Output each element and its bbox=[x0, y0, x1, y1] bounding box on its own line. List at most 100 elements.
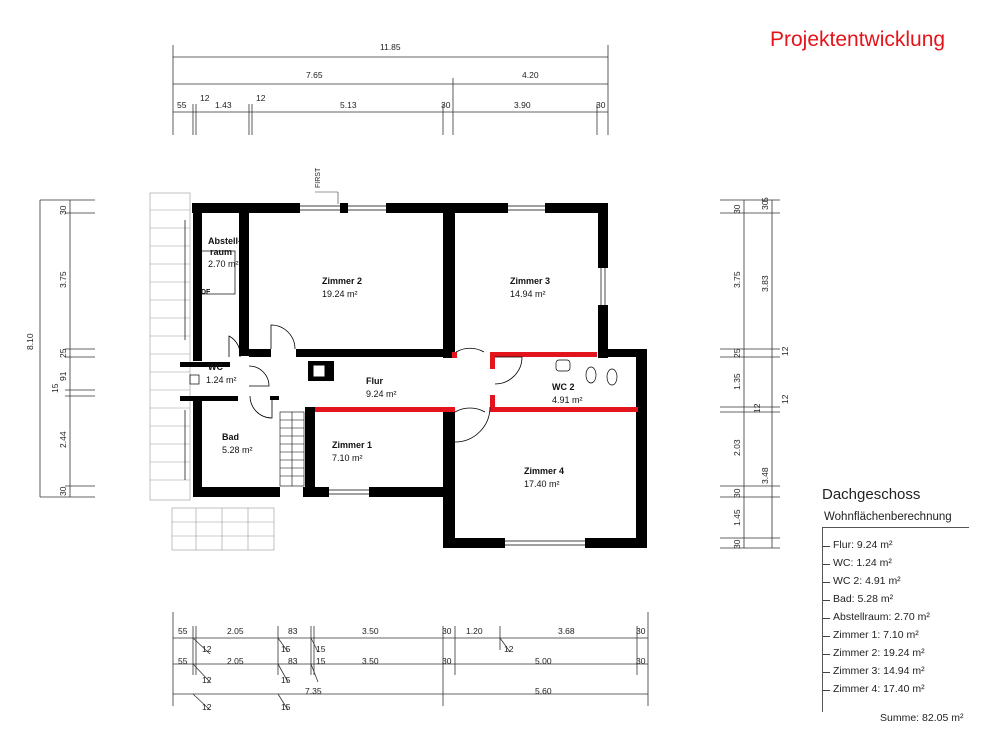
dim-left-seg: 91 bbox=[58, 371, 68, 381]
dim-bottom-seg: 3.68 bbox=[558, 626, 575, 636]
walls bbox=[180, 203, 647, 548]
dim-bottom-seg: 30 bbox=[442, 656, 452, 666]
dim-bottom-seg: 55 bbox=[178, 656, 188, 666]
dim-top-b: 4.20 bbox=[522, 70, 539, 80]
dim-right-seg: 3.83 bbox=[760, 275, 770, 292]
dim-bottom-sub: 15 bbox=[316, 656, 326, 666]
dim-bottom-sub: 12 bbox=[504, 644, 514, 654]
dim-bottom-seg: 30 bbox=[636, 656, 646, 666]
area-item: Zimmer 3: 14.94 m² bbox=[823, 662, 969, 680]
dim-bottom-sub: 15 bbox=[281, 644, 291, 654]
area-item: Bad: 5.28 m² bbox=[823, 590, 969, 608]
ridge-label: FIRST bbox=[315, 167, 322, 188]
room-bad-area: 5.28 m² bbox=[222, 445, 253, 455]
dim-bottom-sub: 15 bbox=[281, 702, 291, 712]
dim-bottom-total: 5.60 bbox=[535, 686, 552, 696]
area-item: WC: 1.24 m² bbox=[823, 554, 969, 572]
sanitary-fixtures bbox=[189, 250, 618, 386]
dim-bottom-seg: 3.50 bbox=[362, 626, 379, 636]
df-label: DF bbox=[201, 289, 211, 296]
dim-left-seg: 3.75 bbox=[58, 271, 68, 288]
dim-right-seg: 30 bbox=[760, 200, 770, 210]
dim-left-total: 8.10 bbox=[25, 333, 35, 350]
dim-top-seg: 30 bbox=[596, 100, 606, 110]
dimension-lines bbox=[39, 45, 780, 711]
room-zimmer1-area: 7.10 m² bbox=[332, 453, 363, 463]
areas-heading: Wohnflächenberechnung bbox=[824, 511, 952, 523]
room-zimmer2-label: Zimmer 2 bbox=[322, 276, 362, 286]
dim-top-seg: 12 bbox=[256, 93, 266, 103]
dim-right-seg: 30 bbox=[732, 539, 742, 549]
dim-bottom-seg: 55 bbox=[178, 626, 188, 636]
room-bad-label: Bad bbox=[222, 432, 239, 442]
dim-top-total: 11.85 bbox=[380, 42, 401, 52]
door-swings bbox=[228, 324, 523, 443]
dim-right-seg: 30 bbox=[732, 488, 742, 498]
dim-right-seg: 2.03 bbox=[732, 439, 742, 456]
area-sum: Summe: 82.05 m² bbox=[880, 712, 964, 724]
dim-bottom-sub: 12 bbox=[202, 644, 212, 654]
area-item: Zimmer 4: 17.40 m² bbox=[823, 680, 969, 698]
area-item: Flur: 9.24 m² bbox=[823, 536, 969, 554]
dim-bottom-seg: 3.50 bbox=[362, 656, 379, 666]
dim-top-seg: 1.43 bbox=[215, 100, 232, 110]
dim-right-seg: 12 bbox=[780, 394, 790, 404]
dim-left-seg: 25 bbox=[58, 348, 68, 358]
dim-bottom-sub: 15 bbox=[316, 644, 326, 654]
area-item: Zimmer 1: 7.10 m² bbox=[823, 626, 969, 644]
dim-left-seg: 2.44 bbox=[58, 431, 68, 448]
dim-left-seg: 30 bbox=[58, 486, 68, 496]
area-item: Zimmer 2: 19.24 m² bbox=[823, 644, 969, 662]
area-item: Abstellraum: 2.70 m² bbox=[823, 608, 969, 626]
room-abstellraum-label: raum bbox=[210, 247, 232, 257]
dim-bottom-seg: 5.00 bbox=[535, 656, 552, 666]
dim-bottom-seg: 30 bbox=[636, 626, 646, 636]
room-flur-area: 9.24 m² bbox=[366, 389, 397, 399]
dim-top-seg: 30 bbox=[441, 100, 451, 110]
dim-right-seg: 3.48 bbox=[760, 467, 770, 484]
dim-top-seg: 55 bbox=[177, 100, 187, 110]
dim-top-a: 7.65 bbox=[306, 70, 323, 80]
staircase bbox=[279, 411, 305, 487]
dim-bottom-seg: 2.05 bbox=[227, 656, 244, 666]
room-zimmer4-label: Zimmer 4 bbox=[524, 466, 564, 476]
dim-bottom-seg: 30 bbox=[442, 626, 452, 636]
roof-edge bbox=[149, 192, 275, 551]
drywall bbox=[315, 352, 638, 412]
dim-right-seg: 12 bbox=[752, 403, 762, 413]
dim-bottom-seg: 1.20 bbox=[466, 626, 483, 636]
page-title: Projektentwicklung bbox=[770, 28, 946, 51]
dim-bottom-total: 7.35 bbox=[305, 686, 322, 696]
dim-top-seg: 3.90 bbox=[514, 100, 531, 110]
area-item: WC 2: 4.91 m² bbox=[823, 572, 969, 590]
dim-top-seg: 5.13 bbox=[340, 100, 357, 110]
dim-bottom-sub: 12 bbox=[202, 702, 212, 712]
floor-name: Dachgeschoss bbox=[822, 486, 921, 503]
room-zimmer1-label: Zimmer 1 bbox=[332, 440, 372, 450]
room-zimmer3-label: Zimmer 3 bbox=[510, 276, 550, 286]
dim-bottom-sub: 12 bbox=[202, 675, 212, 685]
dim-right-seg: 1.35 bbox=[732, 373, 742, 390]
dim-right-seg: 12 bbox=[780, 346, 790, 356]
dim-left-seg: 15 bbox=[50, 383, 60, 393]
area-list: Flur: 9.24 m² WC: 1.24 m² WC 2: 4.91 m² … bbox=[822, 527, 969, 712]
room-abstellraum-label: Abstell- bbox=[208, 236, 241, 246]
room-abstellraum-area: 2.70 m² bbox=[208, 259, 239, 269]
dim-right-seg: 25 bbox=[732, 348, 742, 358]
dim-right-seg: 30 bbox=[732, 204, 742, 214]
windows bbox=[184, 205, 606, 546]
dim-bottom-sub: 15 bbox=[281, 675, 291, 685]
dim-right-seg: 3.75 bbox=[732, 271, 742, 288]
dim-bottom-seg: 83 bbox=[288, 626, 298, 636]
room-wc-label: WC bbox=[208, 362, 223, 372]
dim-bottom-seg: 83 bbox=[288, 656, 298, 666]
room-zimmer3-area: 14.94 m² bbox=[510, 289, 546, 299]
room-zimmer4-area: 17.40 m² bbox=[524, 479, 560, 489]
room-zimmer2-area: 19.24 m² bbox=[322, 289, 358, 299]
room-flur-label: Flur bbox=[366, 376, 383, 386]
dim-right-seg: 5 bbox=[760, 197, 770, 202]
room-wc2-label: WC 2 bbox=[552, 382, 575, 392]
room-wc-area: 1.24 m² bbox=[206, 375, 237, 385]
dim-left-seg: 30 bbox=[58, 205, 68, 215]
